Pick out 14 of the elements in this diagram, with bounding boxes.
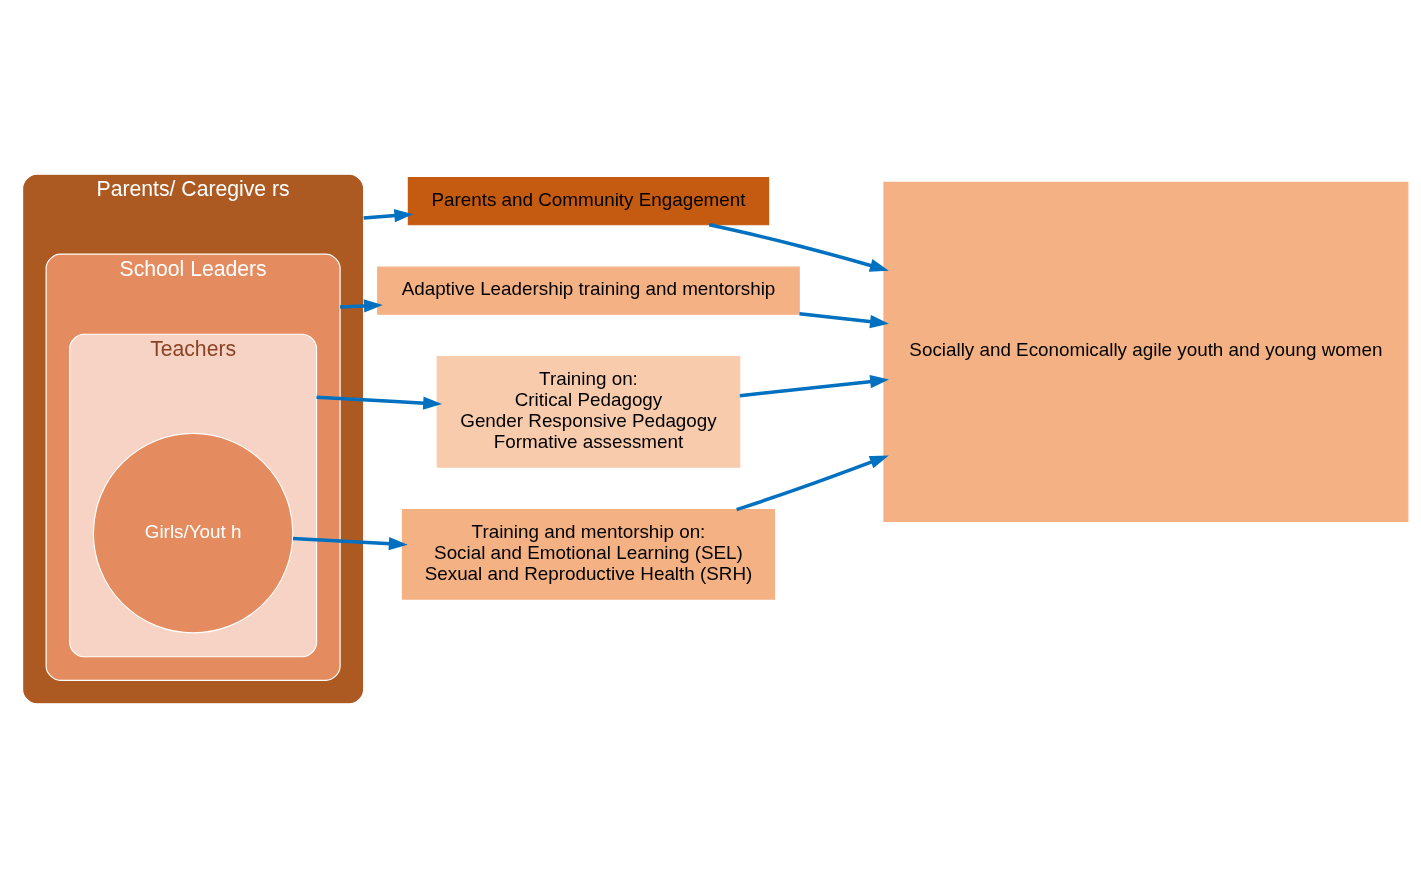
arrow [340,299,383,313]
node-box: Parents and Community Engagement [407,177,770,226]
arrow [739,375,889,398]
arrow [292,536,408,551]
node-box: Training on: Critical Pedagogy Gender Responsive Pedagogy Formative assessment [436,356,741,468]
arrow [708,223,889,272]
arrow [799,312,889,329]
node-box: Training and mentorship on: Social and Emotional Learning (SEL) Sexual and Reproductive Health (SRH) [401,509,776,600]
node-box: Socially and Economically agile youth and young women [883,181,1409,522]
node-box: Adaptive Leadership training and mentorship [377,266,800,315]
arrow [736,455,889,512]
arrow [316,395,443,410]
arrow [363,209,414,223]
node-circle: Girls/Yout h [92,432,294,634]
